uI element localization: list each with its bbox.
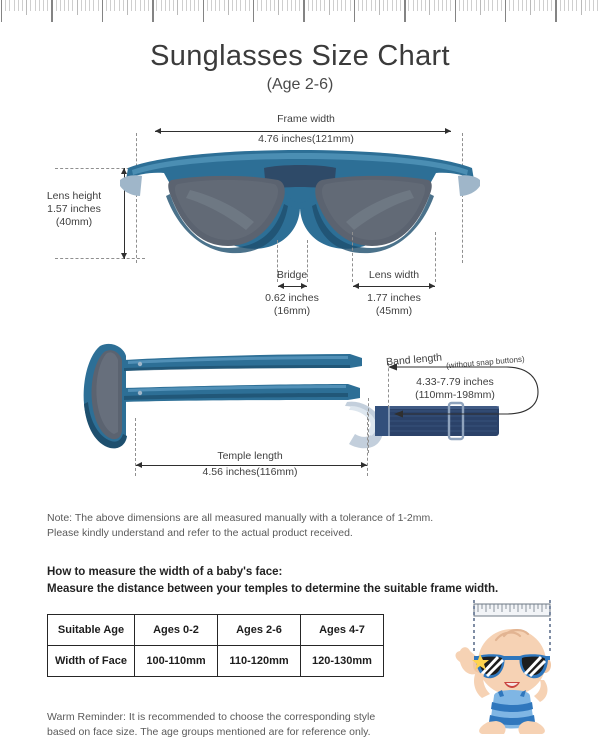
lens-height-label: Lens height bbox=[46, 190, 102, 202]
table-cell: 100-110mm bbox=[134, 645, 218, 677]
guide-bridge-right bbox=[307, 240, 308, 282]
warm-reminder-line-2: based on face size. The age groups menti… bbox=[47, 726, 371, 738]
lens-width-value-mm: (45mm) bbox=[375, 305, 413, 317]
lens-height-arrow bbox=[121, 168, 128, 259]
lens-height-value-mm: (40mm) bbox=[55, 216, 93, 228]
table-row: Suitable Age Ages 0-2 Ages 2-6 Ages 4-7 bbox=[47, 614, 384, 646]
table-cell: Ages 4-7 bbox=[300, 614, 384, 646]
lens-width-value: 1.77 inches bbox=[367, 292, 421, 304]
table-cell: 110-120mm bbox=[217, 645, 301, 677]
guide-lenswidth-right bbox=[435, 232, 436, 282]
band-length-value-mm: (110mm-198mm) bbox=[415, 389, 495, 401]
guide-frame-left bbox=[136, 133, 137, 263]
frame-width-label: Frame width bbox=[277, 113, 335, 125]
guide-bridge-left bbox=[277, 240, 278, 282]
bridge-value: 0.62 inches bbox=[265, 292, 319, 304]
band-length-arrow bbox=[386, 362, 546, 424]
band-length-value: 4.33-7.79 inches bbox=[416, 376, 494, 388]
page-title: Sunglasses Size Chart bbox=[150, 40, 450, 72]
lens-height-value: 1.57 inches bbox=[47, 203, 101, 215]
guide-lens-bottom bbox=[55, 258, 145, 259]
ruler-icon bbox=[0, 0, 600, 26]
size-table: Suitable Age Ages 0-2 Ages 2-6 Ages 4-7 … bbox=[47, 614, 384, 677]
table-cell: Ages 2-6 bbox=[217, 614, 301, 646]
guide-temple-right bbox=[367, 412, 368, 476]
temple-length-arrow bbox=[136, 462, 367, 469]
temple-length-value: 4.56 inches(116mm) bbox=[202, 466, 298, 478]
ruler-icon bbox=[473, 600, 551, 652]
guide-band-left bbox=[388, 363, 389, 408]
guide-frame-right bbox=[462, 133, 463, 263]
warm-reminder-line-1: Warm Reminder: It is recommended to choo… bbox=[47, 711, 376, 723]
table-cell: Ages 0-2 bbox=[134, 614, 218, 646]
how-to-measure-detail: Measure the distance between your temple… bbox=[47, 583, 499, 595]
lens-width-label: Lens width bbox=[368, 269, 420, 281]
temple-length-label: Temple length bbox=[217, 450, 283, 462]
how-to-measure-heading: How to measure the width of a baby's fac… bbox=[47, 566, 283, 578]
table-row-header: Suitable Age bbox=[47, 614, 135, 646]
guide-lenswidth-left bbox=[352, 232, 353, 282]
guide-lens-top bbox=[55, 168, 145, 169]
bridge-arrow bbox=[278, 283, 307, 290]
note-line-1: Note: The above dimensions are all measu… bbox=[47, 512, 434, 524]
frame-width-value: 4.76 inches(121mm) bbox=[258, 133, 354, 145]
lens-width-arrow bbox=[353, 283, 435, 290]
table-row: Width of Face 100-110mm 110-120mm 120-13… bbox=[47, 645, 384, 677]
sunglasses-front-view bbox=[118, 150, 482, 275]
sunglasses-side-view bbox=[78, 338, 378, 458]
table-row-header: Width of Face bbox=[47, 645, 135, 677]
guide-band-inner bbox=[368, 398, 369, 453]
note-line-2: Please kindly understand and refer to th… bbox=[47, 527, 353, 539]
guide-temple-left bbox=[135, 418, 136, 476]
baby-illustration bbox=[452, 596, 600, 735]
page-subtitle: (Age 2-6) bbox=[266, 76, 334, 93]
frame-width-arrow bbox=[155, 128, 451, 135]
table-cell: 120-130mm bbox=[300, 645, 384, 677]
bridge-value-mm: (16mm) bbox=[273, 305, 311, 317]
bridge-label: Bridge bbox=[276, 269, 308, 281]
